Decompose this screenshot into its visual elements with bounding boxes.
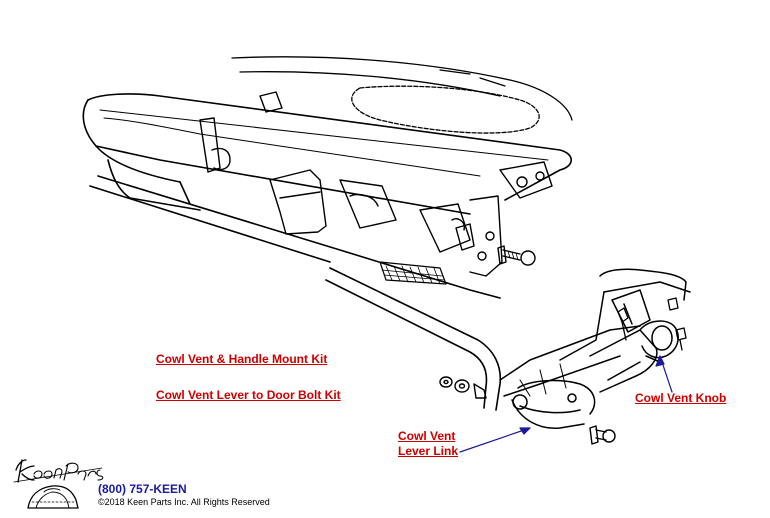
- lever-bolt-kit-parts: [439, 376, 616, 445]
- knob-link[interactable]: Cowl Vent Knob: [635, 391, 727, 405]
- cowl-vent-housing: [82, 93, 573, 299]
- keen-parts-logo-icon: [13, 459, 104, 509]
- lever-arm-assembly: [499, 325, 641, 429]
- cowl-upper-panel: [231, 56, 573, 134]
- callout-arrows: [459, 355, 673, 453]
- housing-brackets: [199, 91, 553, 277]
- lever-link-rod: [325, 267, 502, 411]
- copyright-notice: ©2018 Keen Parts Inc. All Rights Reserve…: [98, 497, 270, 507]
- housing-bolt: [497, 245, 536, 266]
- mount-kit-link[interactable]: Cowl Vent & Handle Mount Kit: [156, 352, 328, 366]
- knob-screws: [617, 297, 687, 351]
- knob-bracket: [559, 268, 691, 393]
- bolt-kit-link[interactable]: Cowl Vent Lever to Door Bolt Kit: [156, 388, 341, 402]
- phone-number: (800) 757-KEEN: [98, 482, 187, 496]
- lever-link-link[interactable]: Cowl Vent Lever Link: [398, 429, 459, 458]
- vent-door-screen: [379, 261, 447, 285]
